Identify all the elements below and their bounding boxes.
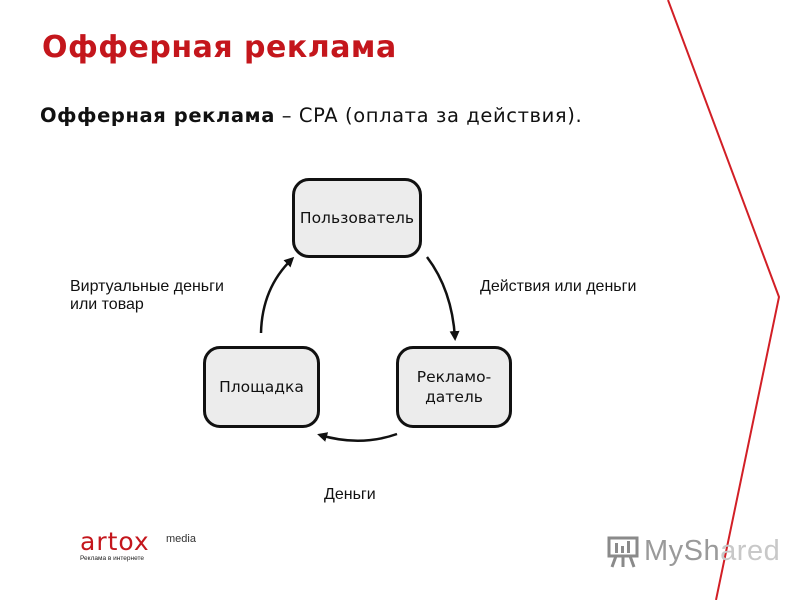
- arrow-platform-to-user: [259, 256, 295, 334]
- node-user: Пользователь: [292, 178, 422, 258]
- arrow-advertiser-to-platform: [317, 432, 398, 442]
- myshared-text-sh: Sh: [683, 534, 721, 567]
- node-advertiser-label-line2: датель: [425, 388, 483, 406]
- edge-label-platform-to-user-line2: или товар: [70, 296, 144, 314]
- decor-red-line: [667, 0, 781, 600]
- myshared-text-ared: ared: [720, 534, 781, 567]
- edge-label-user-to-advertiser: Действия или деньги: [480, 278, 637, 295]
- arrow-user-to-advertiser: [426, 256, 460, 341]
- artox-logo: artox: [80, 527, 150, 556]
- edge-label-platform-to-user-line1: Виртуальные деньги: [70, 278, 224, 295]
- node-platform: Площадка: [203, 346, 320, 428]
- node-user-label: Пользователь: [299, 208, 415, 227]
- artox-logo-tagline: Реклама в интернете: [80, 555, 145, 562]
- node-advertiser-label-line1: Рекламо-: [416, 367, 492, 386]
- artox-logo-wordmark: artox: [80, 527, 150, 556]
- myshared-text: MyShared: [644, 535, 780, 568]
- edge-label-advertiser-to-platform: Деньги: [324, 486, 376, 503]
- subtitle-term: Офферная реклама: [40, 104, 275, 127]
- node-platform-label: Площадка: [219, 377, 304, 396]
- myshared-text-my: My: [644, 534, 684, 567]
- subtitle-definition: – CPA (оплата за действия).: [274, 104, 583, 127]
- slide-subtitle: Офферная реклама – CPA (оплата за действ…: [40, 104, 582, 127]
- presentation-board-icon: [607, 536, 639, 568]
- node-advertiser: Рекламо- датель: [396, 346, 512, 428]
- slide-title: Офферная реклама: [42, 30, 397, 65]
- artox-logo-media: media: [166, 533, 196, 545]
- myshared-watermark: MyShared: [606, 534, 780, 568]
- edge-label-platform-to-user: Виртуальные деньги или товар: [70, 278, 224, 315]
